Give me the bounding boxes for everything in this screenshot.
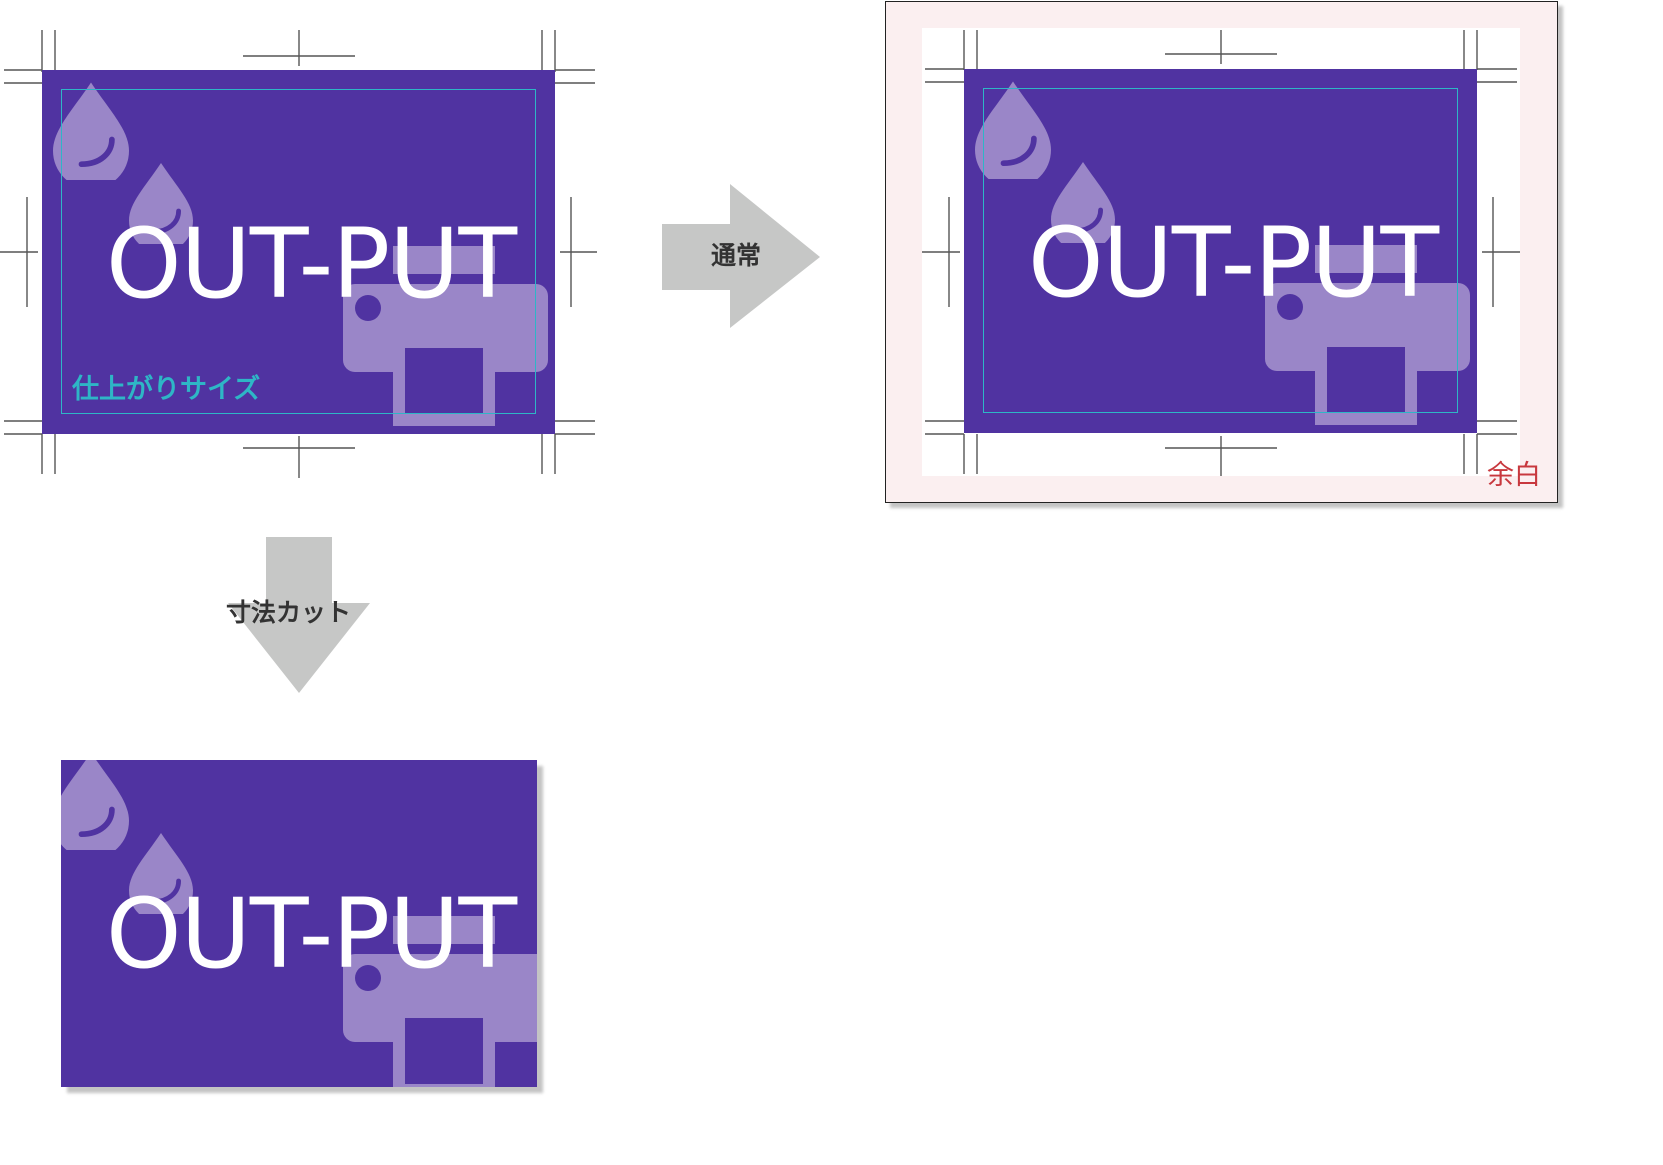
trim-line xyxy=(61,89,536,414)
ink-drop-icon xyxy=(61,760,129,850)
crop-marks xyxy=(922,30,1520,476)
card-title: OUT-PUT xyxy=(106,208,517,320)
right-arrow-icon xyxy=(662,184,820,328)
margin-label: 余白 xyxy=(1487,460,1541,491)
trim-line xyxy=(983,88,1458,413)
printed-card: OUT-PUT xyxy=(964,69,1477,433)
card-title: OUT-PUT xyxy=(1028,207,1439,319)
arrow-down-label: 寸法カット xyxy=(226,598,352,627)
arrow-right-label: 通常 xyxy=(711,241,762,270)
source-card: OUT-PUT xyxy=(42,70,555,434)
cut-card: OUT-PUT xyxy=(61,760,537,1087)
trim-size-label: 仕上がりサイズ xyxy=(72,374,261,405)
crop-marks xyxy=(0,30,597,478)
down-arrow-icon xyxy=(228,537,370,693)
card-title: OUT-PUT xyxy=(106,878,517,990)
